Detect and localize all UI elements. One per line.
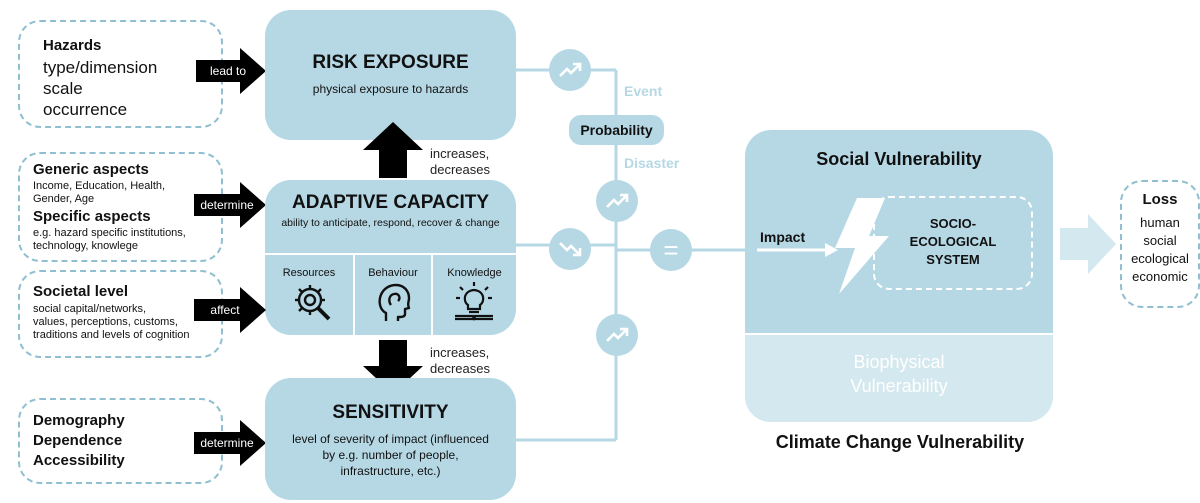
adaptive-divider [431, 253, 433, 335]
probability-pill: Probability [569, 115, 664, 145]
trend-down-icon [559, 242, 582, 257]
determine-arrow [194, 182, 266, 228]
societal-text: traditions and levels of cognition [33, 329, 190, 341]
upper-change-line1: increases, [430, 146, 490, 161]
sensitivity-title: SENSITIVITY [332, 402, 449, 423]
demography-line: Demography [33, 412, 125, 429]
risk-exposure-box: RISK EXPOSURE physical exposure to hazar… [265, 10, 516, 140]
lower-change-line2: decreases [430, 361, 490, 376]
determine-arrow [194, 420, 266, 466]
trend-up-icon [559, 62, 582, 77]
probability-label: Probability [580, 122, 653, 138]
risk-exposure-title: RISK EXPOSURE [312, 52, 469, 73]
trend-up-node [549, 49, 591, 91]
risk-exposure-subtitle: physical exposure to hazards [312, 82, 469, 96]
climate-change-vulnerability: Climate Change Vulnerability [775, 432, 1025, 452]
loss-item: human [1140, 215, 1180, 230]
demography-line: Accessibility [33, 452, 125, 469]
impact-label: Impact [760, 229, 806, 245]
sensitivity-text: by e.g. number of people, [322, 448, 459, 462]
biophysical-line1: Biophysical [853, 352, 945, 372]
demography-box: Demography Dependence Accessibility [18, 398, 223, 484]
adaptive-divider [353, 253, 355, 335]
socio-line3: SYSTEM [926, 252, 980, 267]
societal-title: Societal level [33, 283, 129, 300]
disaster-label: Disaster [624, 155, 680, 171]
hazards-title: Hazards [43, 37, 102, 54]
biophysical-area [745, 335, 1053, 422]
loss-item: economic [1132, 269, 1188, 284]
specific-text: e.g. hazard specific institutions, [33, 227, 186, 239]
loss-arrow [1060, 214, 1116, 274]
socio-ecological-system: SOCIO- ECOLOGICAL SYSTEM [873, 196, 1033, 290]
generic-text: Gender, Age [33, 193, 95, 205]
adaptive-title: ADAPTIVE CAPACITY [291, 192, 490, 213]
hazards-box: Hazards type/dimension scale occurrence [18, 20, 223, 128]
gear-magnifier-icon [295, 285, 331, 321]
up-arrow [363, 122, 423, 178]
down-arrow [363, 340, 423, 394]
impact-arrow [757, 243, 838, 257]
adaptive-divider [265, 253, 516, 255]
adaptive-cell-label: Resources [282, 267, 336, 279]
societal-text: social capital/networks, [33, 303, 147, 315]
trend-up-icon [606, 327, 629, 342]
upper-change-line2: decreases [430, 162, 490, 177]
socio-line2: ECOLOGICAL [909, 234, 997, 249]
trend-down-node [549, 228, 591, 270]
hazards-line: scale [43, 79, 83, 98]
event-label: Event [624, 83, 663, 99]
loss-box: Loss human social ecological economic [1120, 180, 1200, 308]
societal-text: values, perceptions, customs, [33, 316, 178, 328]
hazards-line: occurrence [43, 100, 128, 119]
affect-arrow [194, 287, 266, 333]
biophysical-divider [745, 333, 1053, 335]
adaptive-cell-label: Knowledge [447, 267, 502, 279]
demography-line: Dependence [33, 432, 123, 449]
adaptive-capacity-box: ADAPTIVE CAPACITY ability to anticipate,… [265, 180, 516, 335]
equals-node: = [650, 229, 692, 271]
lightbulb-book-icon [455, 282, 493, 321]
trend-up-node [596, 180, 638, 222]
specific-title: Specific aspects [33, 208, 151, 225]
generic-aspects-box: Generic aspects Income, Education, Healt… [18, 152, 223, 262]
specific-text: technology, knowlege [33, 240, 138, 252]
socio-line1: SOCIO- [929, 216, 977, 231]
loss-title: Loss [1142, 191, 1178, 208]
loss-item: ecological [1131, 251, 1189, 266]
determine-label: determine [200, 436, 254, 450]
equals-sign: = [663, 235, 679, 265]
trend-up-icon [606, 193, 629, 208]
adaptive-subtitle: ability to anticipate, respond, recover … [281, 217, 500, 229]
social-vulnerability-title: Social Vulnerability [816, 149, 982, 169]
biophysical-line2: Vulnerability [850, 376, 948, 396]
determine-label: determine [200, 198, 254, 212]
affect-label: affect [210, 303, 240, 317]
vulnerability-box: Social Vulnerability Biophysical Vulnera… [745, 130, 1053, 422]
head-icon [378, 283, 411, 321]
trend-up-node [596, 314, 638, 356]
sensitivity-text: infrastructure, etc.) [340, 464, 441, 478]
generic-text: Income, Education, Health, [33, 180, 166, 192]
lead-to-arrow [196, 48, 266, 94]
societal-level-box: Societal level social capital/networks, … [18, 270, 223, 358]
loss-item: social [1143, 233, 1177, 248]
lower-change-line1: increases, [430, 345, 490, 360]
sensitivity-text: level of severity of impact (influenced [292, 432, 489, 446]
generic-title: Generic aspects [33, 161, 149, 178]
sensitivity-box: SENSITIVITY level of severity of impact … [265, 378, 516, 500]
lightning-icon [835, 198, 889, 294]
adaptive-cell-label: Behaviour [368, 267, 418, 279]
lead-to-label: lead to [209, 64, 247, 78]
hazards-line: type/dimension [43, 58, 158, 77]
